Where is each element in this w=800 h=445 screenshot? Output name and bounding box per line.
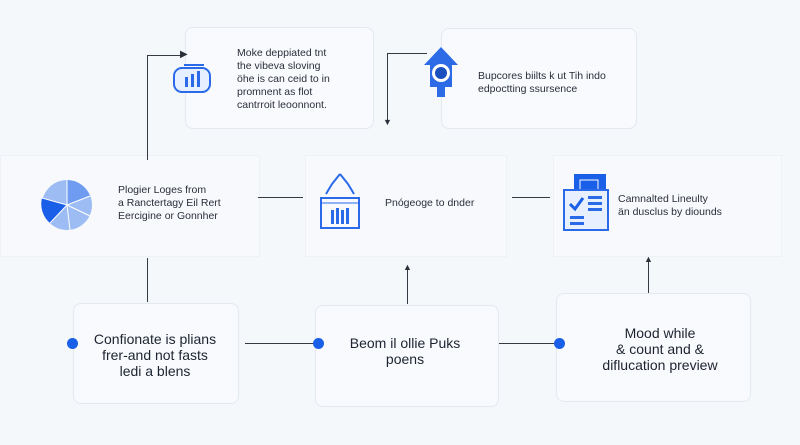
connector-dot — [554, 338, 565, 349]
bottom-card-3 — [556, 293, 751, 402]
top-card-2 — [441, 28, 637, 129]
bottom-card-2-text: Beom il ollie Puks poens — [349, 335, 461, 367]
checklist-document-icon — [563, 174, 609, 231]
arrow-up-icon: ▲ — [644, 254, 653, 264]
bottom-card-3-text: Mood while & count and & diflucation pre… — [602, 325, 718, 373]
middle-left-text: Plogier Loges from a Ranctertagy Eil Rer… — [118, 184, 221, 222]
connector — [512, 197, 550, 198]
middle-center-text: Pnógeoge to dnder — [385, 197, 475, 209]
top-card-1 — [185, 27, 374, 129]
bottom-card-2 — [315, 305, 499, 407]
top-card-2-text: Bupcores biilts k ut Tih indo edpoctting… — [478, 70, 606, 95]
top-card-1-text: Moke deppiated tnt the vibeva sloving öh… — [237, 47, 330, 111]
middle-right-text: Camnalted Lineulty än dusclus by diounds — [618, 193, 722, 218]
connector — [387, 53, 427, 54]
connector — [387, 53, 388, 123]
bar-chart-icon — [173, 64, 211, 93]
bottom-card-1-text: Confionate is plians frer-and not fasts … — [93, 331, 217, 379]
bottom-card-1 — [73, 303, 239, 404]
hierarchy-chart-icon — [320, 173, 360, 229]
connector — [245, 343, 315, 344]
arrow-right-icon: ▶ — [180, 49, 188, 60]
connector — [648, 258, 649, 293]
arrow-up-icon: ▲ — [403, 262, 412, 272]
connector — [147, 55, 148, 160]
pie-chart-icon — [41, 180, 92, 231]
connector — [497, 343, 555, 344]
connector-dot — [67, 338, 78, 349]
middle-panel-center — [305, 155, 507, 257]
connector — [147, 55, 183, 56]
connector — [407, 266, 408, 304]
shield-house-icon — [424, 47, 458, 97]
connector-dot — [313, 338, 324, 349]
connector — [147, 258, 148, 302]
arrow-down-icon: ▼ — [383, 117, 392, 127]
connector — [258, 197, 303, 198]
